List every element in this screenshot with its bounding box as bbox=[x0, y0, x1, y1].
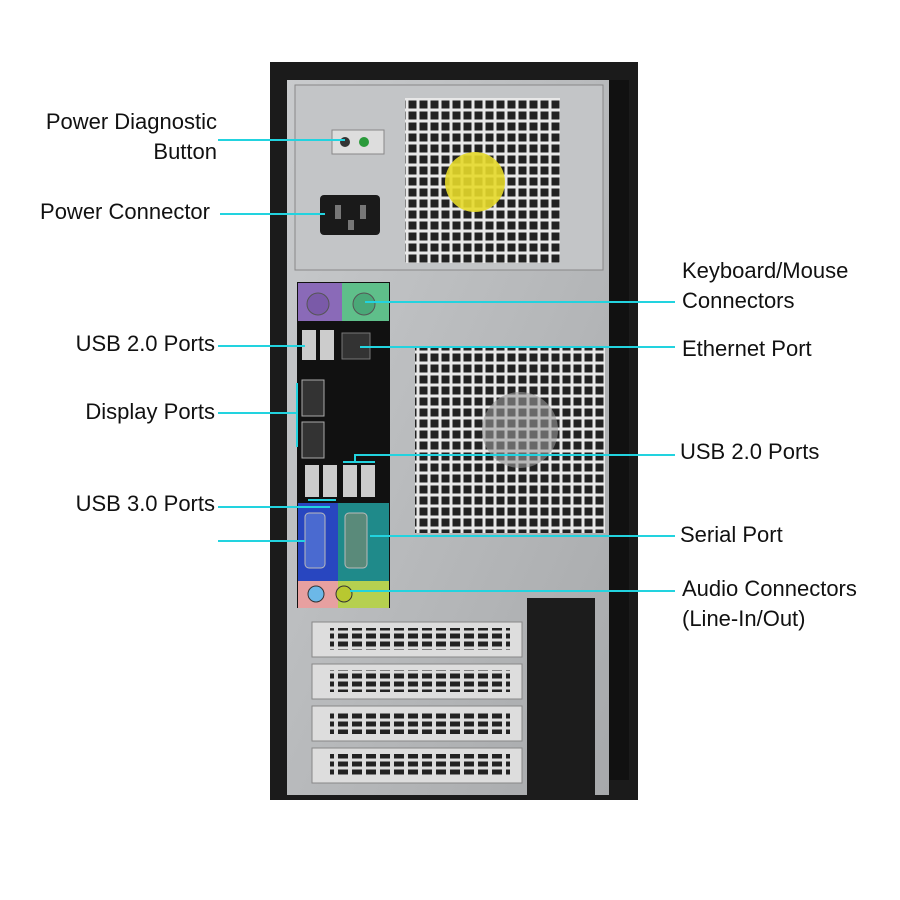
power-supply bbox=[294, 84, 604, 271]
label-line: Connectors bbox=[682, 288, 795, 313]
label-line: Audio Connectors bbox=[682, 576, 857, 601]
label-audio: Audio Connectors (Line-In/Out) bbox=[682, 574, 857, 634]
line-usb3 bbox=[218, 499, 336, 508]
label-usb2-right: USB 2.0 Ports bbox=[680, 439, 820, 464]
label-display-ports: Display Ports bbox=[85, 399, 215, 424]
line-usb2-right bbox=[343, 454, 675, 463]
label-usb2-left: USB 2.0 Ports bbox=[75, 331, 215, 356]
io-panel bbox=[297, 282, 390, 608]
label-line: Keyboard/Mouse bbox=[682, 258, 849, 283]
label-usb3: USB 3.0 Ports bbox=[75, 491, 215, 516]
label-ethernet: Ethernet Port bbox=[682, 336, 812, 361]
leader-lines bbox=[218, 139, 675, 592]
label-serial: Serial Port bbox=[680, 522, 783, 547]
label-line: Button bbox=[153, 139, 217, 164]
label-keyboard-mouse: Keyboard/Mouse Connectors bbox=[682, 256, 848, 316]
label-line: (Line-In/Out) bbox=[682, 606, 806, 631]
padlock-bracket bbox=[527, 598, 595, 800]
label-power-connector: Power Connector bbox=[40, 199, 210, 224]
label-power-diagnostic: Power Diagnostic Button bbox=[46, 107, 217, 167]
expansion-slots bbox=[311, 598, 595, 800]
label-line: Power Diagnostic bbox=[45, 109, 217, 134]
power-diagnostic-button bbox=[340, 137, 350, 147]
line-display-ports bbox=[218, 383, 298, 447]
